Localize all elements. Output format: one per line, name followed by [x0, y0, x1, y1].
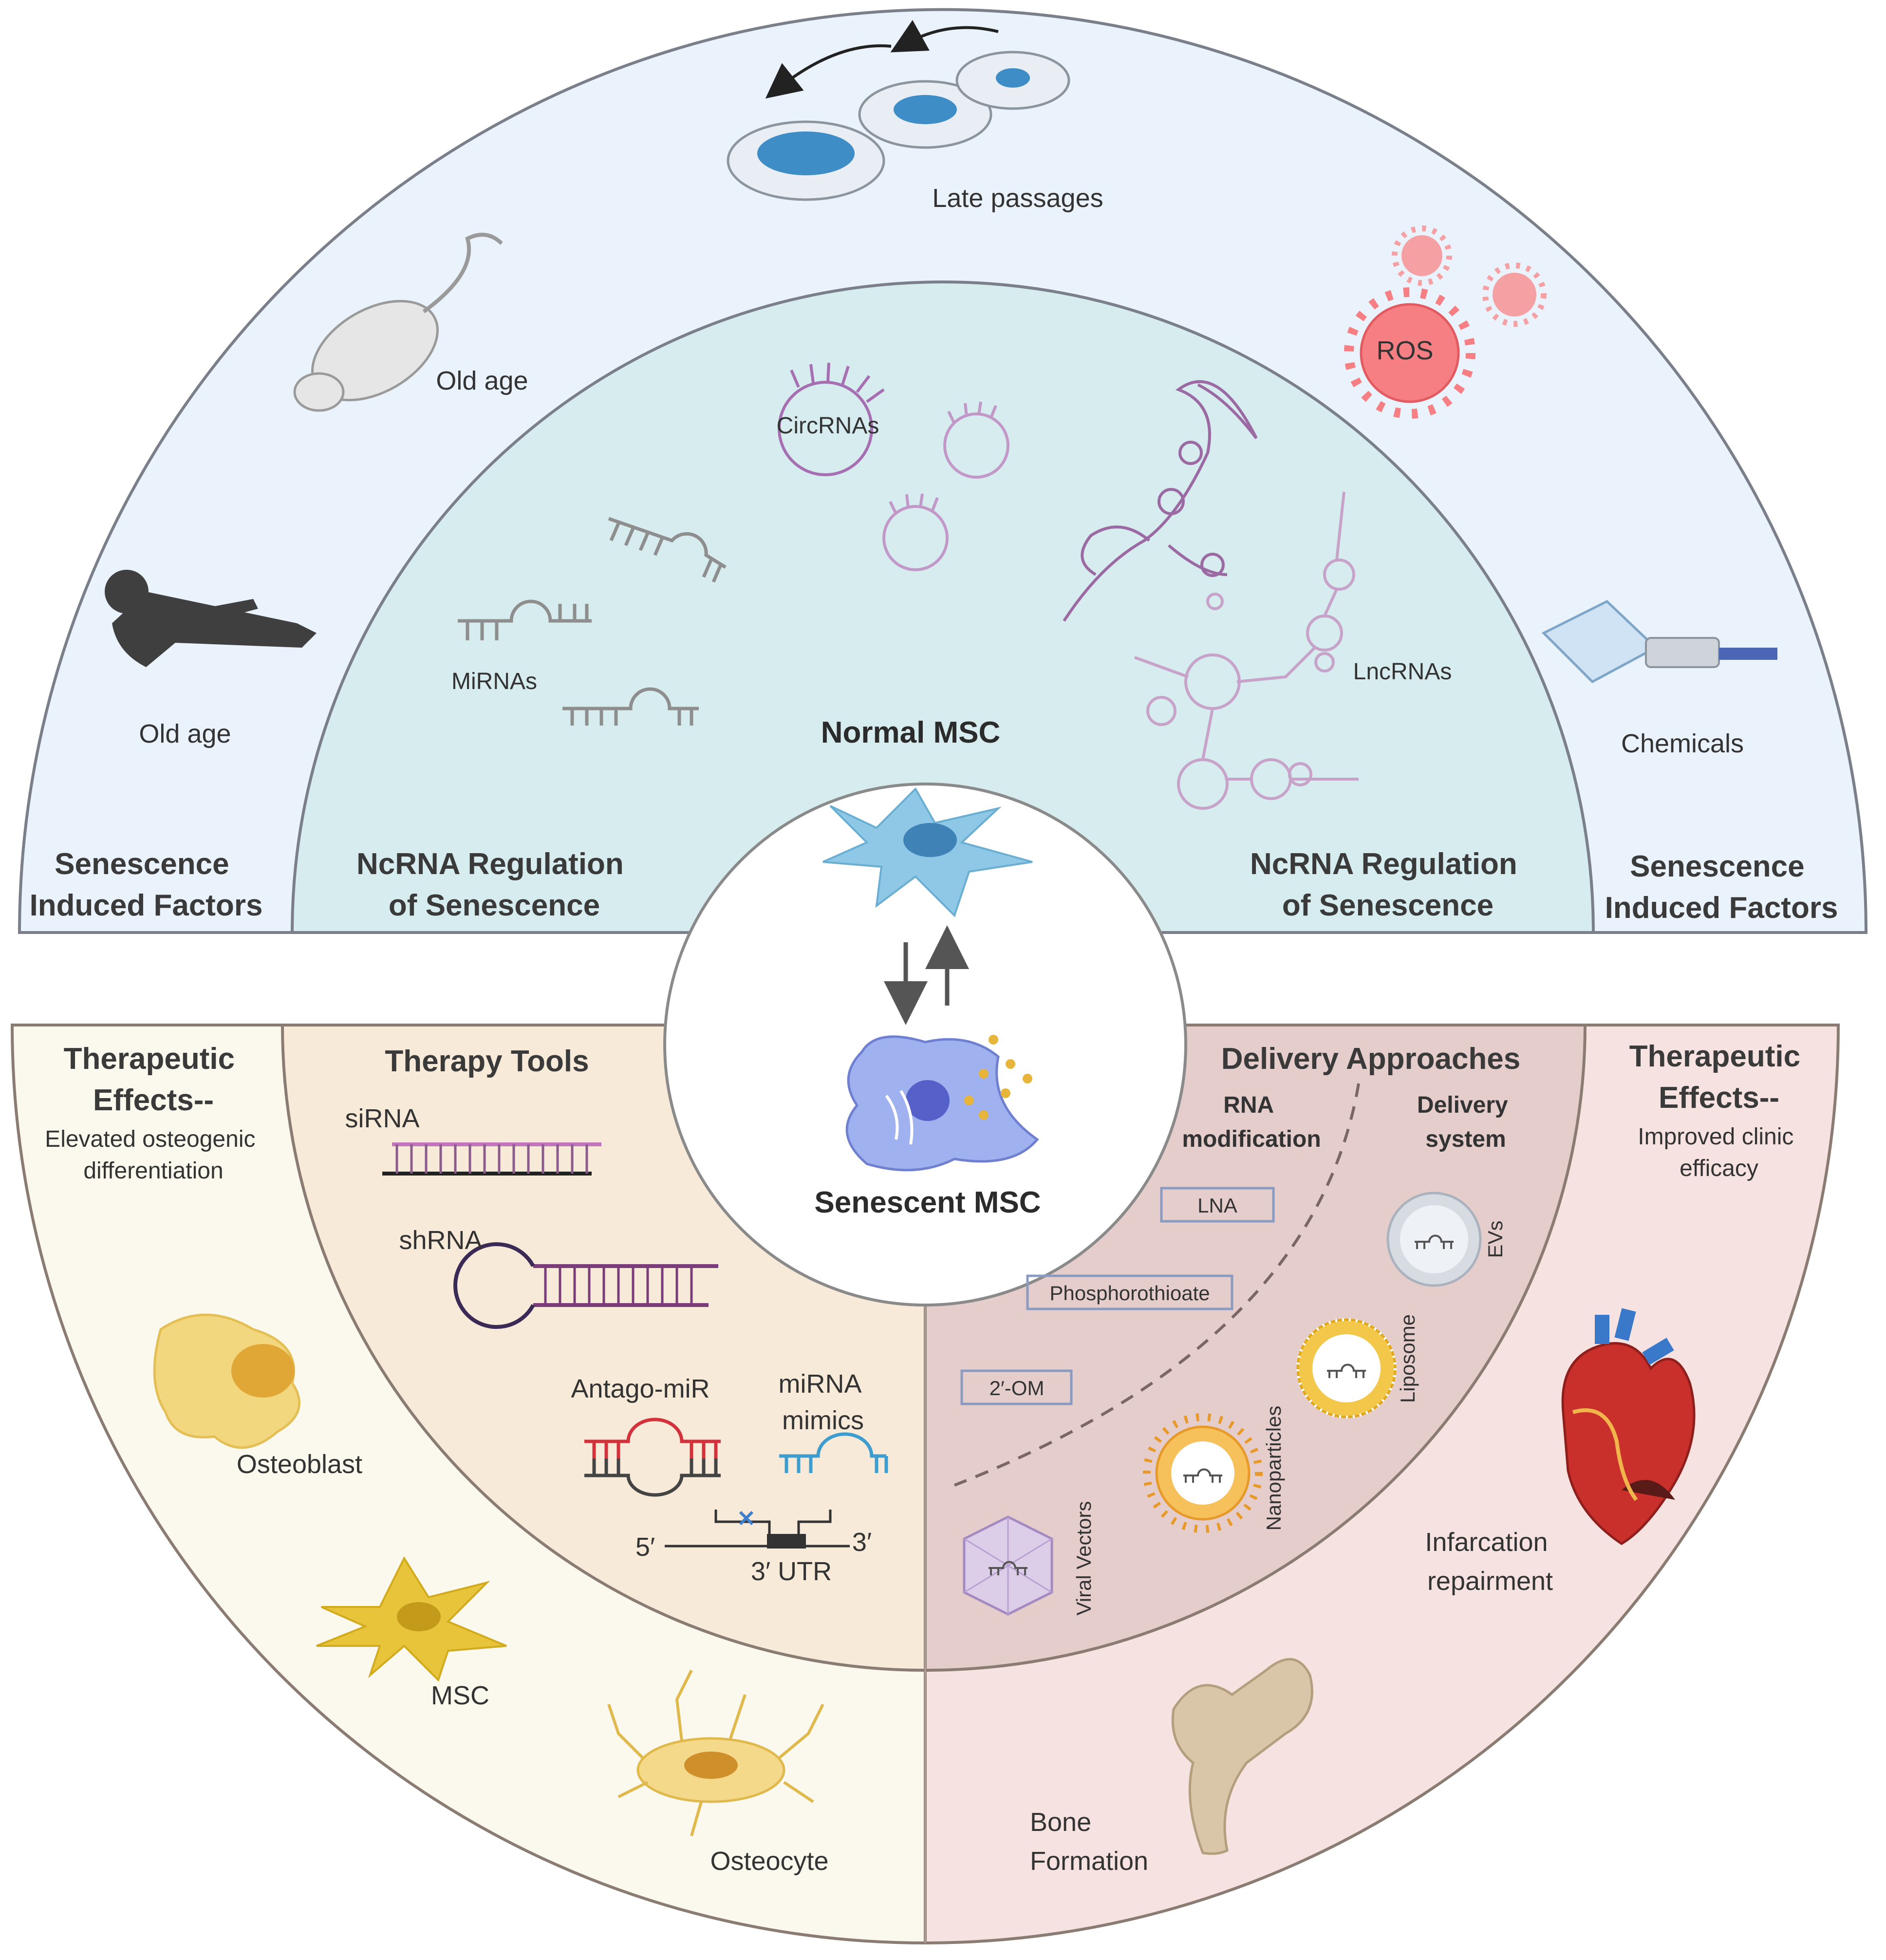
utr-binding-icon	[665, 1510, 850, 1549]
antago-mir-label: Antago-miR	[571, 1374, 710, 1403]
utr-label: 3′ UTR	[751, 1557, 832, 1586]
shrna-icon	[453, 1242, 718, 1329]
mirna-mimics-label: miRNA mimics	[778, 1369, 867, 1435]
osteoblast-icon	[153, 1313, 300, 1449]
old-age-human-label: Old age	[139, 719, 231, 748]
delivery-title: Delivery Approaches	[1221, 1042, 1521, 1076]
mirna-icon	[458, 517, 727, 726]
circrnas-label: CircRNAs	[777, 413, 879, 439]
top-right-outer-title: Senescence Induced Factors	[1605, 850, 1838, 925]
liposome-icon	[1296, 1318, 1397, 1419]
nanoparticle-icon	[1143, 1413, 1263, 1533]
bone-formation-label: Bone Formation	[1030, 1808, 1148, 1876]
old-age-mouse-label: Old age	[436, 366, 528, 395]
mouse-icon	[293, 233, 503, 412]
evs-label: EVs	[1484, 1220, 1507, 1258]
normal-msc-icon	[822, 787, 1033, 917]
osteocyte-icon	[607, 1669, 824, 1836]
osteocyte-label: Osteocyte	[710, 1847, 828, 1876]
nanoparticles-label: Nanoparticles	[1262, 1406, 1285, 1531]
svg-text:Phosphorothioate: Phosphorothioate	[1049, 1282, 1210, 1305]
lna-box: LNA	[1160, 1187, 1275, 1223]
phosphorothioate-box: Phosphorothioate	[1026, 1274, 1233, 1310]
mirna-mimics-icon	[779, 1432, 888, 1473]
heart-icon	[1561, 1308, 1696, 1545]
sirna-icon	[382, 1142, 601, 1176]
br-therapeutic-subtitle: Improved clinic efficacy	[1638, 1124, 1800, 1181]
mirnas-label: MiRNAs	[451, 669, 537, 694]
br-therapeutic-title: Therapeutic Effects--	[1629, 1040, 1809, 1115]
delivery-dashed-divider	[953, 1083, 1360, 1487]
sirna-label: siRNA	[345, 1104, 419, 1133]
liposome-label: Liposome	[1396, 1314, 1419, 1403]
top-left-outer-title: Senescence Induced Factors	[30, 847, 263, 922]
human-silhouette-icon	[105, 570, 317, 667]
msc-label: MSC	[431, 1681, 489, 1710]
normal-msc-label: Normal MSC	[821, 716, 1001, 749]
viral-vector-icon	[963, 1515, 1053, 1616]
bl-therapeutic-title: Therapeutic Effects--	[64, 1042, 243, 1117]
delivery-system-label: Delivery system	[1417, 1092, 1514, 1152]
shrna-label: shRNA	[399, 1226, 482, 1255]
svg-text:LNA: LNA	[1197, 1194, 1237, 1217]
three-prime-label: 3′	[852, 1528, 872, 1557]
top-right-inner-title: NcRNA Regulation of Senescence	[1250, 847, 1526, 922]
ros-icon	[1344, 225, 1547, 419]
top-inner-ring	[290, 280, 1595, 934]
bone-icon	[1171, 1658, 1313, 1855]
senescent-msc-icon	[845, 1035, 1039, 1172]
svg-text:2′-OM: 2′-OM	[990, 1377, 1045, 1400]
evs-icon	[1386, 1192, 1482, 1287]
two-om-box: 2′-OM	[960, 1369, 1073, 1405]
senescent-msc-label: Senescent MSC	[814, 1186, 1041, 1219]
msc-yellow-icon	[316, 1556, 507, 1682]
bl-therapeutic-subtitle: Elevated osteogenic differentiation	[45, 1126, 262, 1184]
antago-mir-icon	[584, 1418, 721, 1497]
circrna-icon	[778, 362, 1009, 571]
lncrna-icon	[1063, 380, 1359, 810]
five-prime-label: 5′	[635, 1532, 655, 1562]
chemicals-pipette-icon	[1541, 599, 1777, 684]
lncrnas-label: LncRNAs	[1353, 659, 1452, 685]
late-passages-label: Late passages	[932, 184, 1103, 213]
therapy-tools-title: Therapy Tools	[385, 1045, 589, 1078]
petri-dish-icon	[727, 20, 1070, 201]
chemicals-label: Chemicals	[1621, 729, 1744, 758]
rna-modification-label: RNA modification	[1182, 1092, 1321, 1152]
osteoblast-label: Osteoblast	[237, 1450, 362, 1479]
top-left-inner-title: NcRNA Regulation of Senescence	[356, 847, 632, 922]
infarction-label: Infarcation repairment	[1425, 1528, 1555, 1596]
viral-vectors-label: Viral Vectors	[1072, 1501, 1095, 1616]
ros-label: ROS	[1376, 336, 1433, 365]
